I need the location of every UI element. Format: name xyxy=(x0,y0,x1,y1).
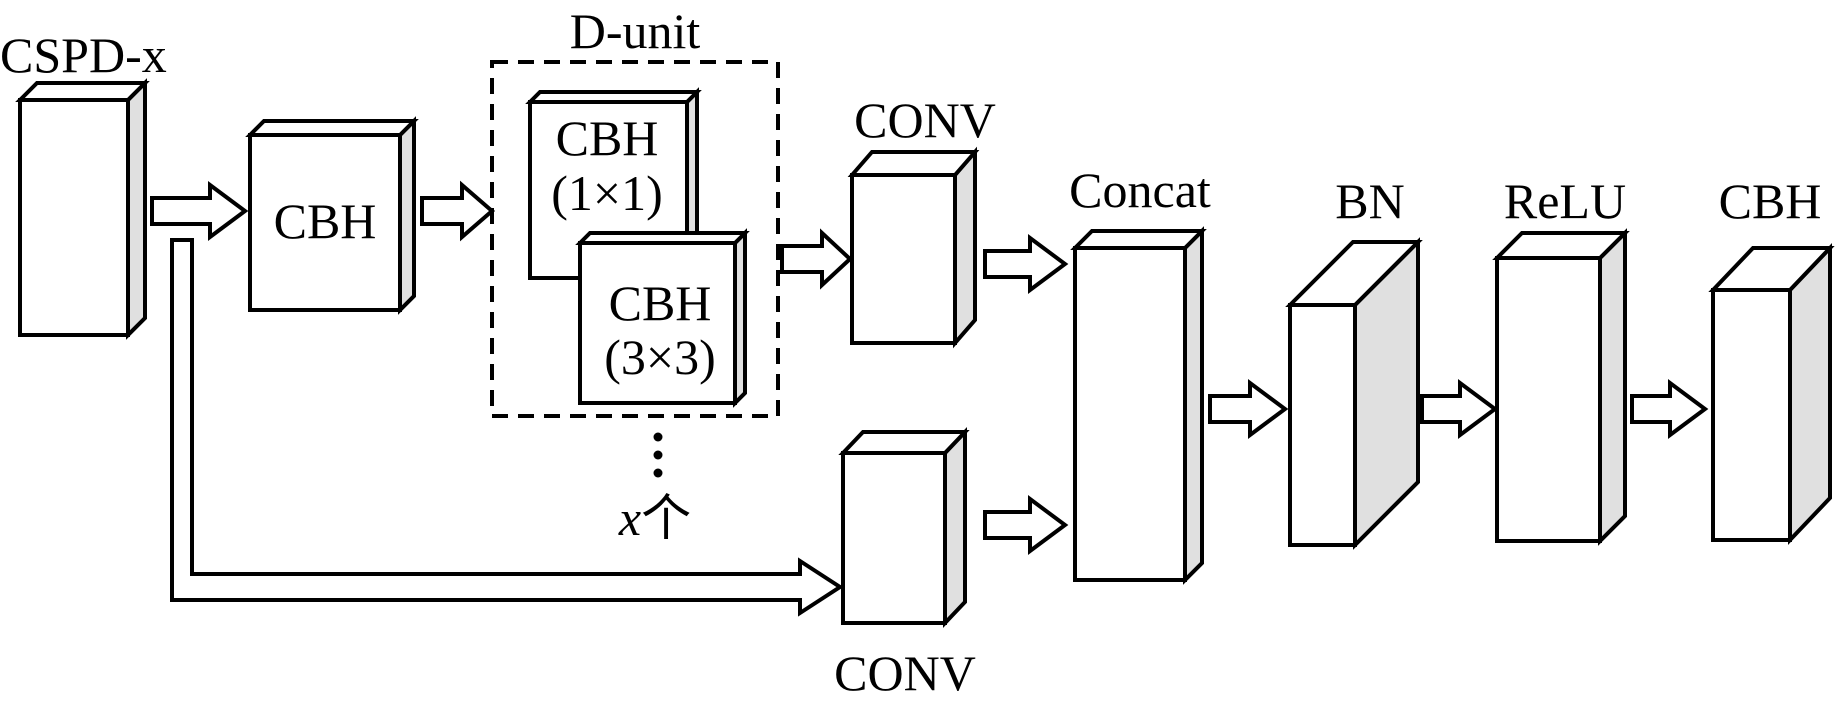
arrow-concat-to-bn xyxy=(1208,379,1289,439)
arrow-convtop-to-concat xyxy=(983,234,1069,294)
dunit-1-kernel: (1×1) xyxy=(551,165,663,221)
block-conv-bottom xyxy=(838,427,970,628)
block-input xyxy=(15,78,150,340)
d-unit-group xyxy=(490,60,780,418)
conv-bottom-label: CONV xyxy=(834,645,976,701)
block-conv-top xyxy=(847,146,980,349)
repeat-dots xyxy=(653,432,663,478)
block-relu xyxy=(1492,228,1630,546)
title-label: CSPD-x xyxy=(0,27,167,83)
block-cbh xyxy=(245,116,419,315)
bn-label: BN xyxy=(1335,173,1404,229)
block-concat xyxy=(1070,226,1207,585)
block-dunit-cbh-3x3 xyxy=(575,228,750,408)
cbh-out-label: CBH xyxy=(1719,173,1822,229)
conv-top-label: CONV xyxy=(854,92,996,148)
dunit-1-name: CBH xyxy=(556,110,659,166)
arrow-bn-to-relu xyxy=(1420,379,1499,439)
cbh-label: CBH xyxy=(274,193,377,249)
concat-label: Concat xyxy=(1069,162,1211,218)
repeat-label: x个 xyxy=(618,490,691,546)
arrow-cbh-to-dunit xyxy=(420,180,496,242)
d-unit-label: D-unit xyxy=(570,3,701,59)
block-bn xyxy=(1285,237,1423,550)
dunit-2-kernel: (3×3) xyxy=(604,329,716,385)
arrow-input-to-cbh xyxy=(150,181,249,241)
arrow-relu-to-cbh xyxy=(1630,379,1709,439)
block-cbh-out xyxy=(1708,243,1835,545)
relu-label: ReLU xyxy=(1504,173,1626,229)
bypass-branch-arrow xyxy=(170,238,844,617)
arrow-dunit-to-conv xyxy=(780,228,853,290)
arrow-convbottom-to-concat xyxy=(983,495,1069,555)
dunit-2-name: CBH xyxy=(609,275,712,331)
